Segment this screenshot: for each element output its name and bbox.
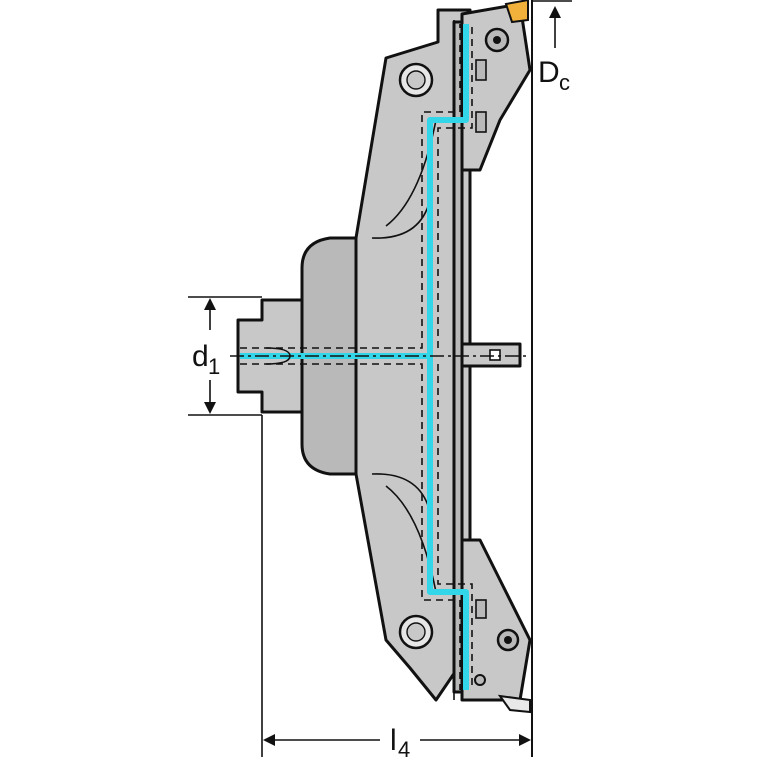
lower-bolt-inner: [406, 622, 426, 642]
dc-label-subscript: c: [559, 70, 570, 95]
top-insert-screw-center: [493, 36, 501, 44]
upper-bolt-inner: [406, 70, 426, 90]
top-cartridge-slot: [475, 59, 487, 81]
bottom-insert: [497, 694, 531, 714]
coolant-channel: [240, 24, 469, 690]
bottom-small-screw-icon: [474, 674, 486, 686]
d1-label-subscript: 1: [208, 354, 220, 379]
d1-label: d: [192, 340, 209, 373]
top-insert: [504, 0, 529, 24]
spindle-key: [489, 349, 501, 361]
l4-label: l: [390, 724, 397, 757]
bottom-insert-screw-center: [504, 636, 512, 644]
dc-label: D: [538, 56, 560, 89]
bottom-cartridge-slot: [475, 599, 487, 619]
bottom-cartridge: [460, 538, 532, 702]
l4-label-subscript: 4: [398, 737, 410, 762]
top-cartridge-slot-2: [475, 111, 487, 133]
